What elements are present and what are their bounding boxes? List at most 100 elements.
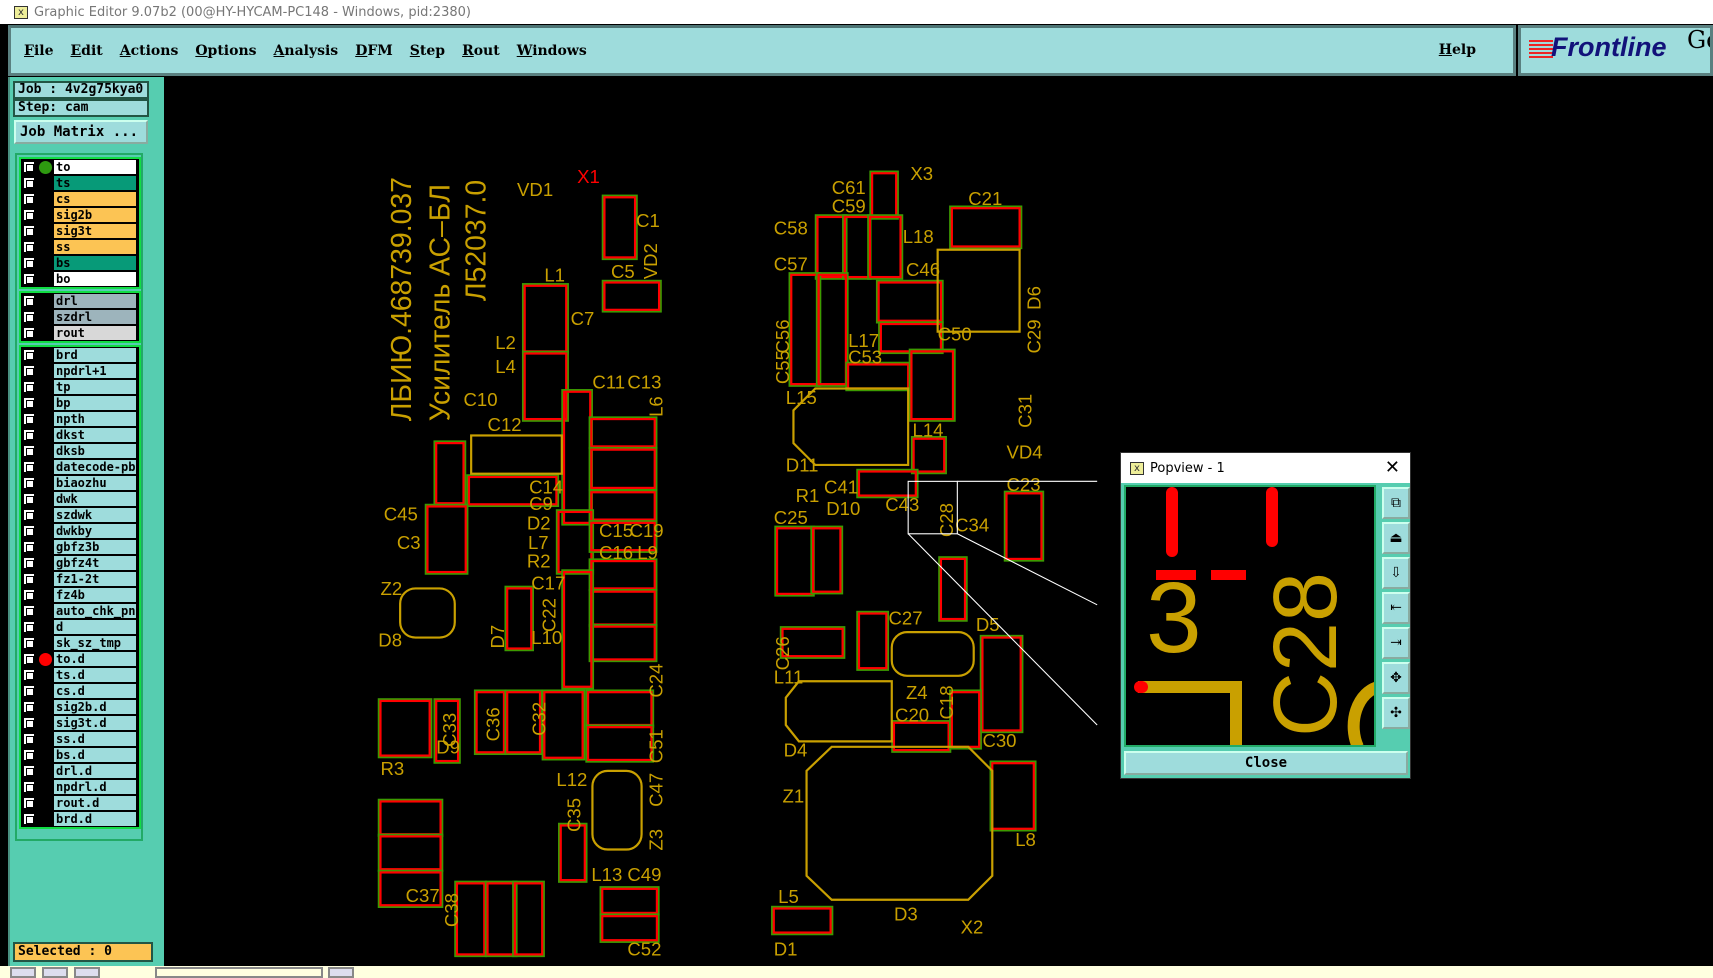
layer-name[interactable]: tp: [54, 380, 136, 394]
layer-name[interactable]: dwkby: [54, 524, 136, 538]
layer-checkbox[interactable]: [23, 573, 35, 585]
layer-checkbox[interactable]: [23, 209, 35, 221]
layer-name[interactable]: drl.d: [54, 764, 136, 778]
layer-name[interactable]: d: [54, 620, 136, 634]
menu-actions[interactable]: Actions: [119, 42, 179, 59]
layer-checkbox[interactable]: [23, 257, 35, 269]
bottom-tool-button[interactable]: [42, 967, 68, 978]
layer-name[interactable]: cs: [54, 192, 136, 206]
layer-name[interactable]: sig2b: [54, 208, 136, 222]
layer-row[interactable]: rout.d: [21, 795, 139, 811]
layer-checkbox[interactable]: [23, 381, 35, 393]
popview-viewport[interactable]: 3 C28: [1124, 485, 1376, 747]
layer-name[interactable]: brd: [54, 348, 136, 362]
pan-left-icon[interactable]: ⇤: [1382, 592, 1410, 624]
layer-name[interactable]: fz1-2t: [54, 572, 136, 586]
layer-checkbox[interactable]: [23, 161, 35, 173]
layer-row[interactable]: cs: [21, 191, 139, 207]
layer-name[interactable]: sk_sz_tmp: [54, 636, 136, 650]
layer-checkbox[interactable]: [23, 605, 35, 617]
layer-row[interactable]: fz4b: [21, 587, 139, 603]
layer-checkbox[interactable]: [23, 177, 35, 189]
layer-checkbox[interactable]: [23, 765, 35, 777]
layer-checkbox[interactable]: [23, 241, 35, 253]
layer-name[interactable]: dkst: [54, 428, 136, 442]
layer-name[interactable]: gbfz4t: [54, 556, 136, 570]
layer-name[interactable]: rout.d: [54, 796, 136, 810]
layer-checkbox[interactable]: [23, 273, 35, 285]
layer-checkbox[interactable]: [23, 797, 35, 809]
menu-help[interactable]: Help: [1438, 42, 1476, 58]
layer-name[interactable]: dwk: [54, 492, 136, 506]
layer-name[interactable]: drl: [54, 294, 136, 308]
layer-row[interactable]: szdrl: [21, 309, 139, 325]
layer-checkbox[interactable]: [23, 327, 35, 339]
layer-row[interactable]: biaozhu: [21, 475, 139, 491]
zoom-in-icon[interactable]: ✥: [1382, 662, 1410, 694]
zoom-out-icon[interactable]: ✣: [1382, 697, 1410, 729]
layer-checkbox[interactable]: [23, 813, 35, 825]
zoom-home-icon[interactable]: ⧉: [1382, 487, 1410, 519]
layer-row[interactable]: ss.d: [21, 731, 139, 747]
job-matrix-button[interactable]: Job Matrix ...: [14, 120, 148, 144]
layer-checkbox[interactable]: [23, 493, 35, 505]
layer-checkbox[interactable]: [23, 637, 35, 649]
pan-up-icon[interactable]: ⏏: [1382, 522, 1410, 554]
layer-checkbox[interactable]: [23, 311, 35, 323]
layer-checkbox[interactable]: [23, 685, 35, 697]
layer-name[interactable]: brd.d: [54, 812, 136, 826]
layer-name[interactable]: dksb: [54, 444, 136, 458]
layer-row[interactable]: bs.d: [21, 747, 139, 763]
layer-name[interactable]: npdrl+1: [54, 364, 136, 378]
layer-name[interactable]: gbfz3b: [54, 540, 136, 554]
layer-checkbox[interactable]: [23, 621, 35, 633]
menu-analysis[interactable]: Analysis: [273, 42, 339, 59]
menu-rout[interactable]: Rout: [462, 42, 500, 59]
layer-checkbox[interactable]: [23, 477, 35, 489]
layer-checkbox[interactable]: [23, 781, 35, 793]
layer-name[interactable]: sig3t.d: [54, 716, 136, 730]
layer-row[interactable]: npth: [21, 411, 139, 427]
bottom-tool-button[interactable]: [328, 967, 354, 978]
layer-checkbox[interactable]: [23, 509, 35, 521]
layer-name[interactable]: npdrl.d: [54, 780, 136, 794]
layer-name[interactable]: sig2b.d: [54, 700, 136, 714]
layer-row[interactable]: npdrl.d: [21, 779, 139, 795]
layer-row[interactable]: gbfz3b: [21, 539, 139, 555]
layer-row[interactable]: to: [21, 159, 139, 175]
menu-dfm[interactable]: DFM: [355, 42, 393, 59]
layer-row[interactable]: sk_sz_tmp: [21, 635, 139, 651]
layer-checkbox[interactable]: [23, 461, 35, 473]
layer-checkbox[interactable]: [23, 445, 35, 457]
layer-row[interactable]: tp: [21, 379, 139, 395]
popview-close-button[interactable]: Close: [1124, 751, 1408, 775]
layer-row[interactable]: d: [21, 619, 139, 635]
layer-name[interactable]: ts.d: [54, 668, 136, 682]
layer-row[interactable]: dwkby: [21, 523, 139, 539]
layer-name[interactable]: bp: [54, 396, 136, 410]
layer-name[interactable]: to.d: [54, 652, 136, 666]
layer-checkbox[interactable]: [23, 717, 35, 729]
layer-row[interactable]: npdrl+1: [21, 363, 139, 379]
layer-name[interactable]: biaozhu: [54, 476, 136, 490]
layer-name[interactable]: bs: [54, 256, 136, 270]
layer-name[interactable]: auto_chk_pnl: [54, 604, 136, 618]
layer-checkbox[interactable]: [23, 669, 35, 681]
layer-row[interactable]: drl.d: [21, 763, 139, 779]
close-icon[interactable]: ✕: [1384, 457, 1400, 478]
layer-checkbox[interactable]: [23, 349, 35, 361]
layer-checkbox[interactable]: [23, 413, 35, 425]
layer-row[interactable]: szdwk: [21, 507, 139, 523]
layer-name[interactable]: ss: [54, 240, 136, 254]
layer-name[interactable]: ss.d: [54, 732, 136, 746]
layer-row[interactable]: datecode-pbe: [21, 459, 139, 475]
layer-name[interactable]: ts: [54, 176, 136, 190]
layer-name[interactable]: szdwk: [54, 508, 136, 522]
menu-windows[interactable]: Windows: [516, 42, 587, 59]
layer-checkbox[interactable]: [23, 525, 35, 537]
layer-row[interactable]: gbfz4t: [21, 555, 139, 571]
layer-checkbox[interactable]: [23, 397, 35, 409]
layer-row[interactable]: rout: [21, 325, 139, 341]
layer-checkbox[interactable]: [23, 733, 35, 745]
